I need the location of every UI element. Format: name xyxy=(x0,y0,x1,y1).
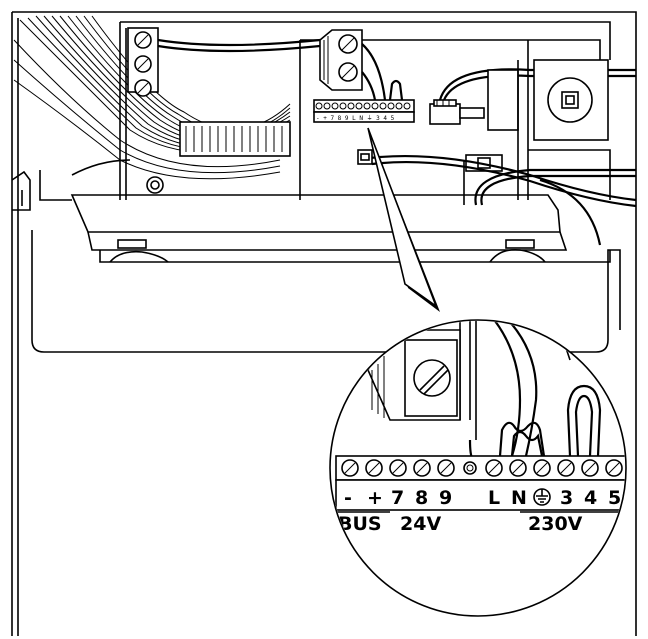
terminal-label-N: N xyxy=(511,487,527,509)
terminal-label-3: 3 xyxy=(560,487,573,509)
top-screw-terminals xyxy=(319,29,363,91)
small-block-label: - + 7 8 9 L N ⏚ 3 4 5 xyxy=(316,115,395,122)
terminal-label-plus: + xyxy=(367,487,383,509)
plug-connector xyxy=(429,99,485,125)
magnified-view: - + 7 8 9 L N 3 4 5 BUS 24V 230V xyxy=(329,319,627,617)
front-cover xyxy=(11,159,611,263)
terminal-label-8: 8 xyxy=(415,487,428,509)
group-label-24v: 24V xyxy=(400,513,441,535)
terminal-screws xyxy=(341,459,623,477)
terminal-label-minus: - xyxy=(344,487,352,509)
terminal-label-9: 9 xyxy=(439,487,452,509)
mounting-screw xyxy=(146,176,164,194)
housing xyxy=(11,11,637,636)
terminal-label-4: 4 xyxy=(584,487,597,509)
terminal-label-7: 7 xyxy=(391,487,404,509)
group-label-bus: BUS xyxy=(338,513,382,535)
callout-pointer xyxy=(367,127,440,312)
group-label-230v: 230V xyxy=(528,513,583,535)
left-screw-terminals xyxy=(127,27,159,97)
terminal-label-5: 5 xyxy=(608,487,621,509)
small-terminal-block: - + 7 8 9 L N ⏚ 3 4 5 xyxy=(313,99,415,123)
ribbon-connector xyxy=(179,121,291,157)
lower-right-wires xyxy=(357,149,637,246)
earth-icon xyxy=(533,488,551,506)
terminal-label-L: L xyxy=(488,487,500,509)
right-components xyxy=(463,40,611,205)
